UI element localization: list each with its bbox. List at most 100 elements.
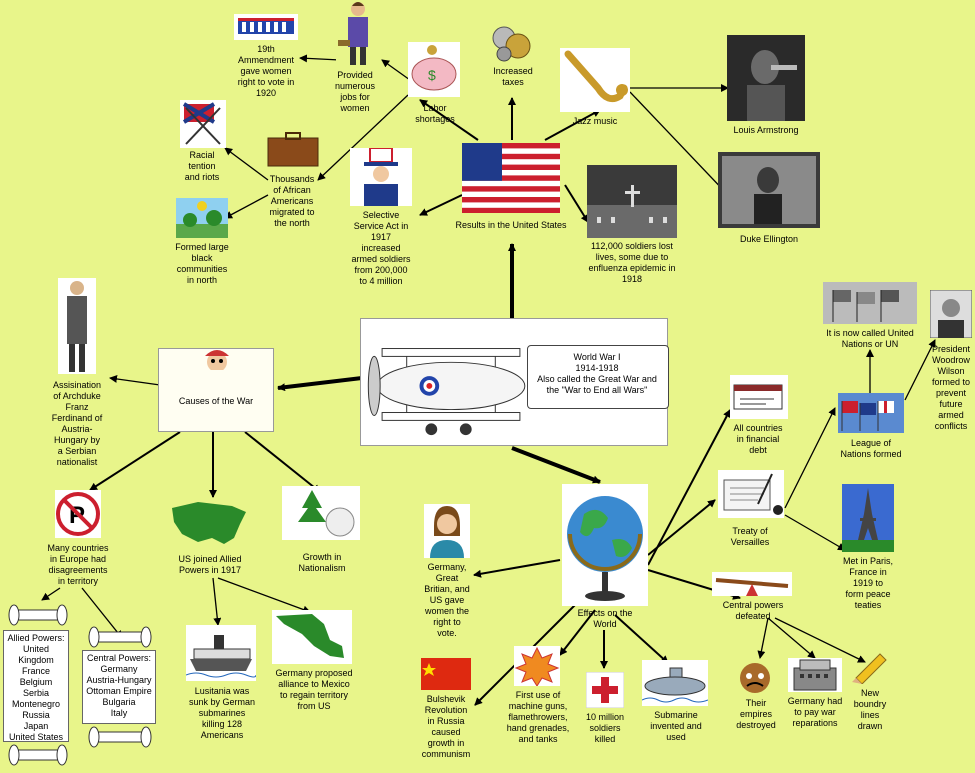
treaty-scroll-icon (718, 470, 784, 518)
submarine-label: Submarine invented and used (650, 710, 702, 742)
jazz-music-label: Jazz music (572, 116, 618, 126)
suitcase-image (266, 132, 320, 168)
allied-powers-list: Allied Powers: United Kingdom France Bel… (3, 630, 69, 742)
racial-tension-label: Racial tention and riots (184, 150, 220, 182)
women-vote-label: Germany, Great Britian, and US gave wome… (424, 562, 470, 638)
explosion-image (514, 646, 560, 686)
suitcase-icon (267, 132, 319, 167)
african-americans-migrated-label: Thousands of African Americans migrated … (269, 174, 315, 228)
provided-jobs-label: Provided numerous jobs for women (334, 70, 376, 113)
coins-icon (492, 26, 531, 62)
peeking-face-icon (205, 350, 229, 370)
pencil-icon (852, 653, 887, 684)
scroll-ornament-icon (88, 726, 152, 748)
league-flags-image (838, 393, 904, 433)
international-flags-icon (838, 393, 904, 433)
seesaw-icon (712, 572, 792, 596)
causes-title: Causes of the War (178, 396, 254, 406)
soldiers-lost-label: 112,000 soldiers lost lives, some due to… (588, 241, 676, 284)
angry-face-icon (740, 663, 770, 693)
woman-worker-icon (336, 0, 380, 66)
armstrong-photo-icon (727, 35, 805, 121)
us-joined-label: US joined Allied Powers in 1917 (178, 554, 242, 575)
cash-register-icon (788, 658, 842, 692)
peeking-face-image (195, 348, 239, 370)
vote-banner-icon (234, 14, 298, 40)
duke-ellington-photo (718, 152, 820, 228)
labor-shortages-label: Labor shortages (415, 103, 455, 124)
snowball-tree-icon (282, 486, 360, 540)
us-map-icon (172, 502, 246, 544)
archduke-image (58, 278, 96, 374)
machine-guns-label: First use of machine guns, flamethrowers… (506, 690, 570, 744)
svg-text:$: $ (428, 67, 436, 83)
scroll-ornament-icon (8, 744, 68, 766)
no-parking-image: P (55, 490, 101, 538)
selective-service-label: Selective Service Act in 1917 increased … (351, 210, 411, 286)
saxophone-image (560, 48, 630, 112)
united-nations-label: It is now called United Nations or UN (826, 328, 914, 349)
mexico-alliance-label: Germany proposed alliance to Mexico to r… (275, 668, 353, 711)
treaty-image (718, 470, 784, 518)
checkbook-icon (730, 375, 788, 419)
cemetery-image (587, 165, 677, 238)
archduke-figure-icon (58, 278, 96, 374)
community-icon (176, 198, 228, 238)
un-photo-image (823, 282, 917, 324)
war-reparations-label: Germany had to pay war reparations (787, 696, 843, 728)
coins-image (490, 24, 534, 62)
uncle-sam-image (350, 148, 412, 206)
scroll-top-allied (8, 604, 68, 626)
effects-title: Effects on the World (577, 608, 633, 629)
un-flags-photo-icon (823, 282, 917, 324)
checkbook-image (730, 375, 788, 419)
piggy-bank-icon: $ (408, 42, 460, 97)
league-of-nations-label: League of Nations formed (840, 438, 902, 459)
scroll-top-central (88, 626, 152, 648)
globe-icon (562, 484, 648, 606)
community-image (176, 198, 228, 238)
central-powers-list: Central Powers: Germany Austria-Hungary … (82, 650, 156, 724)
nationalism-image (282, 486, 360, 540)
territory-disagreements-label: Many countries in Europe had disagreemen… (47, 543, 109, 586)
increased-taxes-label: Increased taxes (493, 66, 533, 87)
crossed-flags-icon (180, 100, 226, 148)
explosion-icon (514, 646, 560, 686)
eiffel-tower-icon (842, 484, 894, 552)
cemetery-icon (587, 165, 677, 238)
piggy-bank-image: $ (408, 42, 460, 97)
paris-peace-label: Met in Paris, France in 1919 to form pea… (842, 556, 893, 610)
lusitania-label: Lusitania was sunk by German submarines … (188, 686, 256, 740)
scroll-bottom-allied (8, 744, 68, 766)
red-cross-image (586, 672, 624, 708)
bolshevik-label: Bulshevik Revolution in Russia caused gr… (421, 694, 471, 759)
woman-face-icon (424, 504, 470, 558)
ballot-image (234, 14, 298, 40)
ship-image (186, 625, 256, 681)
assassination-label: Assisination of Archduke Franz Ferdinand… (51, 380, 103, 467)
woman-worker-image (336, 0, 380, 66)
louis-armstrong-photo (727, 35, 805, 121)
central-defeated-label: Central powers defeated (722, 600, 784, 621)
duke-ellington-label: Duke Ellington (739, 234, 799, 244)
wilson-portrait-image (930, 290, 972, 338)
mexico-map-icon (272, 610, 352, 664)
empires-destroyed-label: Their empires destroyed (736, 698, 776, 730)
results-title: Results in the United States (455, 220, 567, 230)
us-flag-icon (462, 143, 560, 213)
red-flag-icon (421, 658, 471, 690)
ocean-liner-icon (186, 625, 256, 681)
black-communities-label: Formed large black communities in north (175, 242, 229, 285)
scroll-ornament-icon (88, 626, 152, 648)
nineteenth-amendment-label: 19th Ammendment gave women right to vote… (237, 44, 295, 98)
mexico-map-image (272, 610, 352, 664)
saxophone-icon (560, 48, 630, 112)
uncle-sam-icon (350, 148, 412, 206)
ten-million-killed-label: 10 million soldiers killed (585, 712, 625, 744)
submarine-image (642, 660, 708, 706)
ellington-photo-icon (718, 152, 820, 228)
submarine-icon (642, 660, 708, 706)
center-title: World War I 1914-1918 Also called the Gr… (537, 352, 657, 395)
